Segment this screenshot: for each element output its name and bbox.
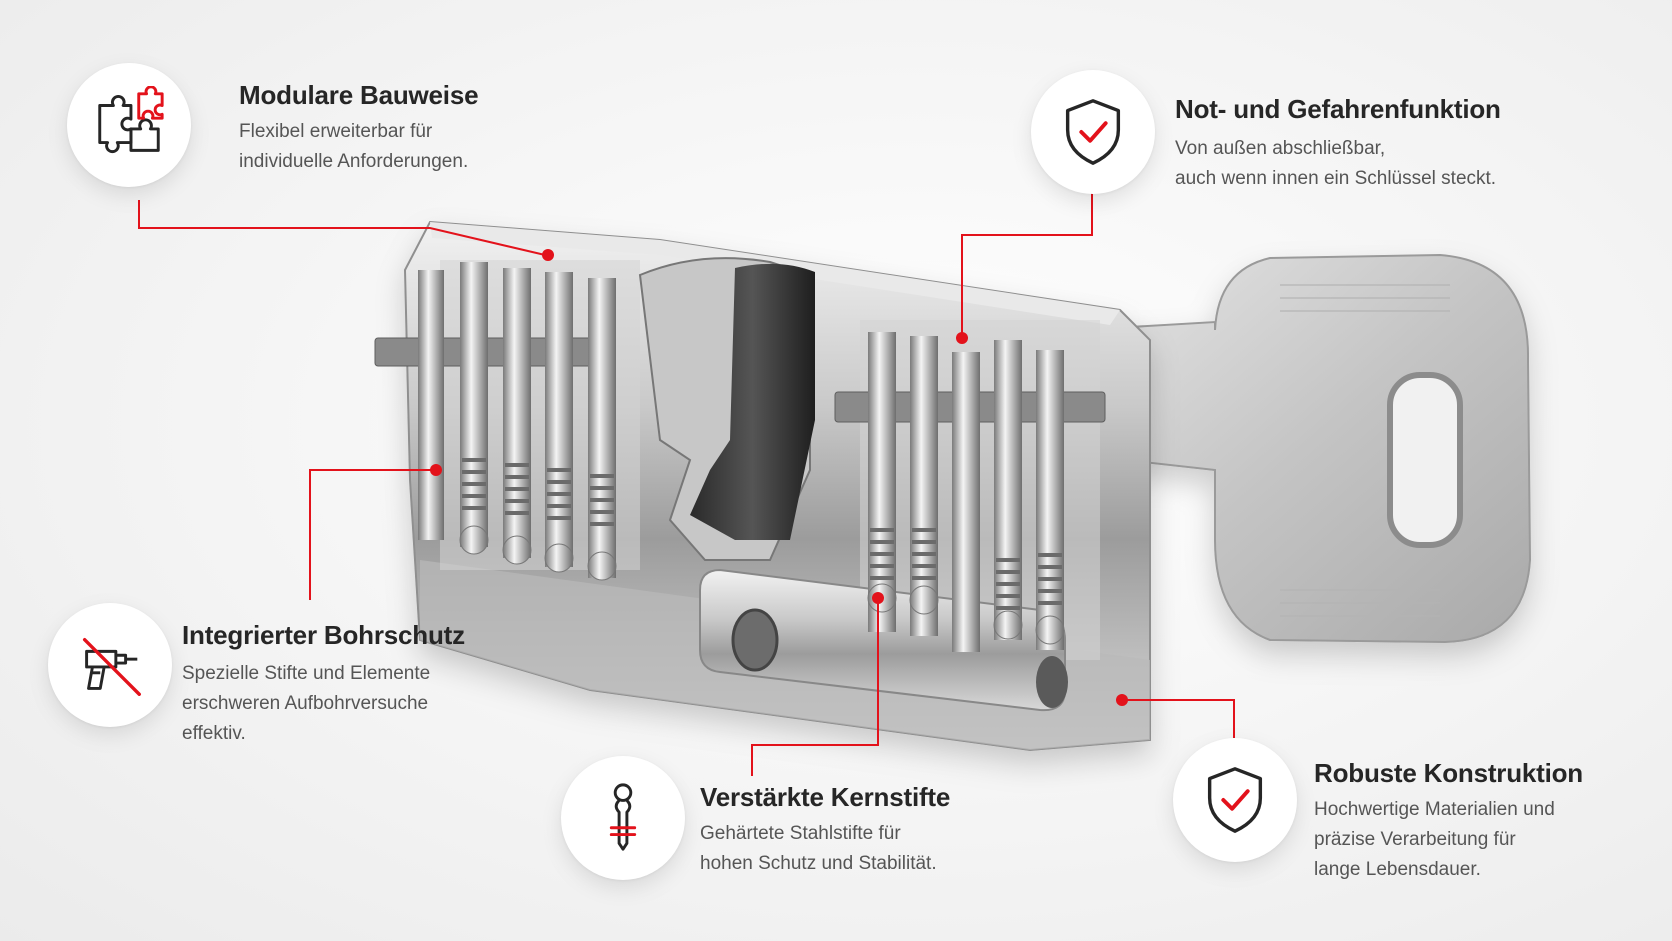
pins-title: Verstärkte Kernstifte: [700, 782, 951, 812]
pins-desc-line-2: hohen Schutz und Stabilität.: [700, 853, 937, 874]
drill-title: Integrierter Bohrschutz: [182, 620, 465, 650]
emergency-desc-line-2: auch wenn innen ein Schlüssel steckt.: [1175, 168, 1497, 189]
drill-desc-line-3: effektiv.: [182, 723, 246, 744]
emergency-description: Von außen abschließbar, auch wenn innen …: [1175, 134, 1496, 194]
left-pins: [374, 262, 617, 581]
robust-desc-line-3: lange Lebensdauer.: [1314, 859, 1481, 880]
modular-icon-badge: [67, 63, 191, 187]
pins-description: Gehärtete Stahlstifte für hohen Schutz u…: [700, 819, 937, 879]
emergency-icon-badge: [1031, 70, 1155, 194]
modular-description: Flexibel erweiterbar für individuelle An…: [239, 117, 468, 177]
puzzle-icon: [98, 86, 164, 154]
shield-check-icon: [1207, 767, 1263, 833]
callout-dots: [430, 249, 1128, 706]
robust-desc-line-2: präzise Verarbeitung für: [1314, 829, 1516, 850]
robust-icon-badge: [1173, 738, 1297, 862]
robust-desc-line-1: Hochwertige Materialien und: [1314, 799, 1555, 820]
emergency-title: Not- und Gefahrenfunktion: [1175, 94, 1501, 124]
right-pins: [834, 332, 1106, 652]
modular-title: Modulare Bauweise: [239, 80, 479, 110]
pins-icon-badge: [561, 756, 685, 880]
key: [1079, 253, 1532, 644]
robust-description: Hochwertige Materialien und präzise Vera…: [1314, 795, 1555, 885]
robust-title: Robuste Konstruktion: [1314, 758, 1583, 788]
cam: [638, 257, 815, 561]
callout-lines: [138, 190, 1235, 776]
drill-description: Spezielle Stifte und Elemente erschweren…: [182, 659, 430, 749]
emergency-desc-line-1: Von außen abschließbar,: [1175, 138, 1386, 159]
pin-icon: [609, 783, 637, 851]
shield-check-icon: [1065, 99, 1121, 165]
pins-desc-line-1: Gehärtete Stahlstifte für: [700, 823, 901, 844]
drill-desc-line-2: erschweren Aufbohrversuche: [182, 693, 429, 714]
drill-icon-badge: [48, 603, 172, 727]
drill-desc-line-1: Spezielle Stifte und Elemente: [182, 663, 431, 684]
modular-desc-line-1: Flexibel erweiterbar für: [239, 121, 433, 142]
drill-crossed-icon: [82, 637, 141, 696]
modular-desc-line-2: individuelle Anforderungen.: [239, 151, 469, 172]
